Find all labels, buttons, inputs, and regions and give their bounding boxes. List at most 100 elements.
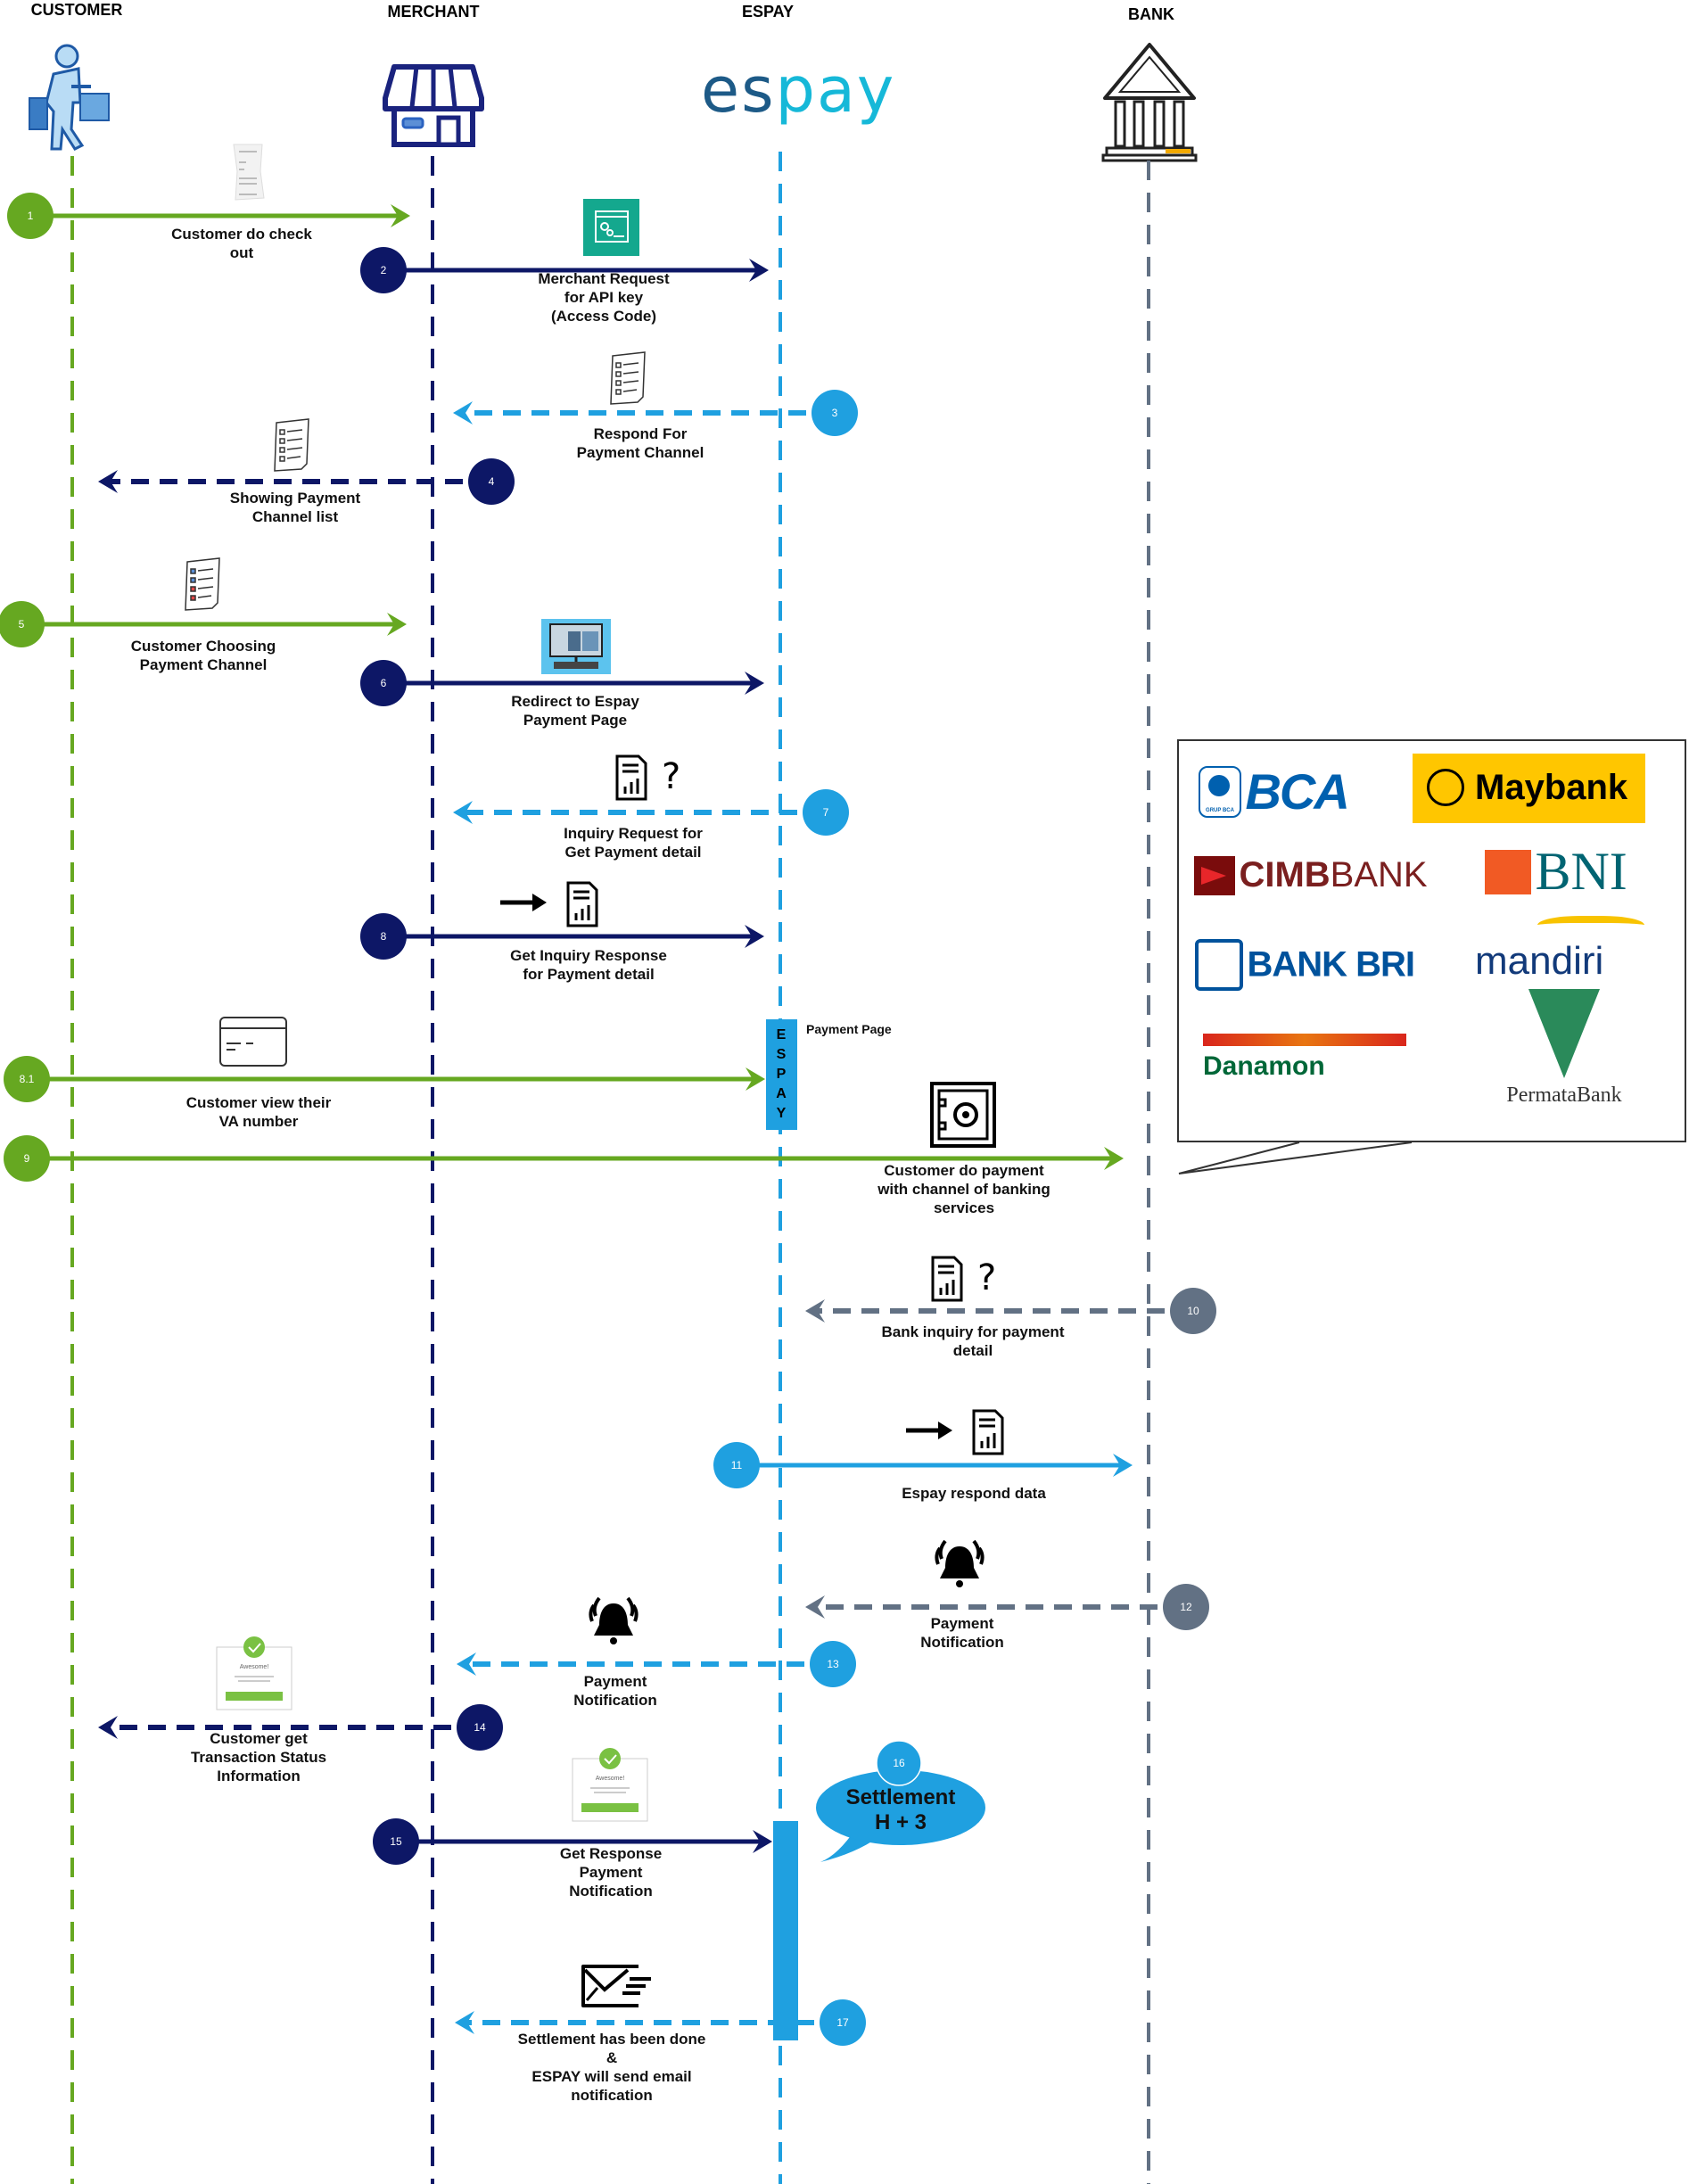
permata-emblem-icon <box>1528 989 1600 1078</box>
actor-header-customer: CUSTOMER <box>31 1 123 19</box>
step-marker-11 <box>713 1442 760 1488</box>
step-4-label: Showing Payment <box>230 490 361 507</box>
actor-header-bank: BANK <box>1128 5 1174 23</box>
mandiri-wave-icon <box>1537 916 1644 939</box>
step-8-label: Get Inquiry Response <box>510 947 667 964</box>
step-12-label: Payment <box>931 1615 994 1632</box>
arrowhead-step-9 <box>1104 1147 1124 1170</box>
bank-name-suffix: BANK <box>1330 855 1428 894</box>
arrowhead-step-15 <box>753 1830 772 1853</box>
report-question-icon: ? <box>615 754 680 801</box>
bank-name: BNI <box>1535 842 1627 901</box>
card-icon <box>219 1017 287 1067</box>
success-card-title: Awesome! <box>240 1664 269 1670</box>
step-17-label: ESPAY will send email <box>531 2068 691 2085</box>
step-number: 11 <box>731 1459 743 1471</box>
bank-name: Permata <box>1506 1084 1577 1107</box>
bank-name: Maybank <box>1475 768 1628 807</box>
step-9-label: Customer do payment <box>884 1162 1044 1179</box>
bank-logo-bni: BNI <box>1485 841 1627 902</box>
step-marker-2 <box>360 247 407 293</box>
step-number: 10 <box>1187 1305 1199 1317</box>
arrow-report-icon <box>500 881 598 927</box>
arrowhead-step-13 <box>457 1652 476 1676</box>
checked-list-icon <box>185 557 220 611</box>
svg-text:?: ? <box>977 1257 996 1298</box>
step-6-label: Redirect to Espay <box>511 693 639 710</box>
activation-letter: P <box>777 1067 787 1082</box>
arrowhead-step-11 <box>1113 1454 1133 1477</box>
bank-logo-cimb: CIMBBANK <box>1194 855 1428 895</box>
step-marker-10 <box>1170 1288 1216 1334</box>
step-7-label: Inquiry Request for <box>564 825 703 842</box>
step-number: 9 <box>24 1152 30 1165</box>
payment-page-label: Payment Page <box>806 1022 892 1036</box>
step-marker-8.1 <box>4 1056 50 1102</box>
step-number: 1 <box>28 210 34 222</box>
step-marker-16 <box>876 1740 922 1786</box>
arrowhead-step-1 <box>391 204 410 227</box>
success-card-title: Awesome! <box>596 1776 625 1782</box>
step-12-label: Notification <box>920 1634 1004 1651</box>
step-1-label: Customer do check <box>171 226 312 243</box>
step-marker-12 <box>1163 1584 1209 1630</box>
arrowhead-step-17 <box>455 2011 474 2034</box>
step-8.1-label: VA number <box>219 1113 299 1130</box>
svg-text:?: ? <box>662 756 680 797</box>
step-marker-13 <box>810 1641 856 1687</box>
bca-emblem-icon: GRUP BCA <box>1199 765 1241 818</box>
activation-letter: Y <box>777 1106 787 1121</box>
step-marker-17 <box>820 1999 866 2046</box>
step-2-label: for API key <box>564 289 644 306</box>
step-marker-8 <box>360 913 407 960</box>
actor-header-espay: ESPAY <box>742 3 794 21</box>
bank-name: mandiri <box>1475 939 1604 983</box>
checklist-icon <box>610 351 646 405</box>
arrowhead-step-3 <box>453 401 473 424</box>
step-marker-14 <box>457 1704 503 1751</box>
actor-header-merchant: MERCHANT <box>388 3 480 21</box>
espay-settlement-activation <box>773 1821 798 2040</box>
step-10-label: detail <box>953 1342 993 1359</box>
step-1-label: out <box>230 244 254 261</box>
step-8.1-label: Customer view their <box>186 1094 332 1111</box>
step-number: 14 <box>474 1721 486 1734</box>
callout-line: Settlement <box>846 1785 956 1809</box>
api-key-icon <box>583 199 639 256</box>
step-9-label: with channel of banking <box>877 1181 1050 1198</box>
espay-logo-pay: pay <box>776 54 896 127</box>
arrowhead-step-7 <box>453 801 473 824</box>
step-17-label: notification <box>571 2087 653 2104</box>
step-3-label: Respond For <box>594 425 688 442</box>
espay-payment-page-activation <box>766 1019 797 1130</box>
espay-logo: espay <box>701 54 895 127</box>
step-number: 16 <box>893 1757 905 1769</box>
bank-name: CIMB <box>1239 855 1331 894</box>
computer-icon <box>541 619 611 674</box>
step-14-label: Information <box>217 1768 301 1784</box>
espay-logo-es: es <box>701 54 776 127</box>
bell-icon <box>935 1539 985 1587</box>
step-14-label: Transaction Status <box>191 1749 326 1766</box>
step-15-label: Get Response <box>560 1845 662 1862</box>
arrowhead-step-14 <box>98 1716 118 1739</box>
bank-name-suffix: Bank <box>1576 1084 1622 1107</box>
bell-icon <box>589 1596 639 1644</box>
bni-emblem-icon <box>1485 849 1531 894</box>
step-marker-7 <box>803 789 849 836</box>
danamon-stripe-icon <box>1203 1034 1406 1046</box>
step-marker-3 <box>812 390 858 436</box>
step-number: 3 <box>832 407 838 419</box>
activation-letter: S <box>777 1047 787 1062</box>
storefront-icon <box>383 64 484 147</box>
step-15-label: Payment <box>580 1864 643 1881</box>
step-marker-4 <box>468 458 515 505</box>
arrowhead-step-2 <box>749 259 769 282</box>
step-number: 13 <box>827 1658 839 1670</box>
report-question-icon: ? <box>931 1256 996 1302</box>
step-marker-6 <box>360 660 407 706</box>
step-2-label: Merchant Request <box>538 270 670 287</box>
step-number: 4 <box>489 475 495 488</box>
